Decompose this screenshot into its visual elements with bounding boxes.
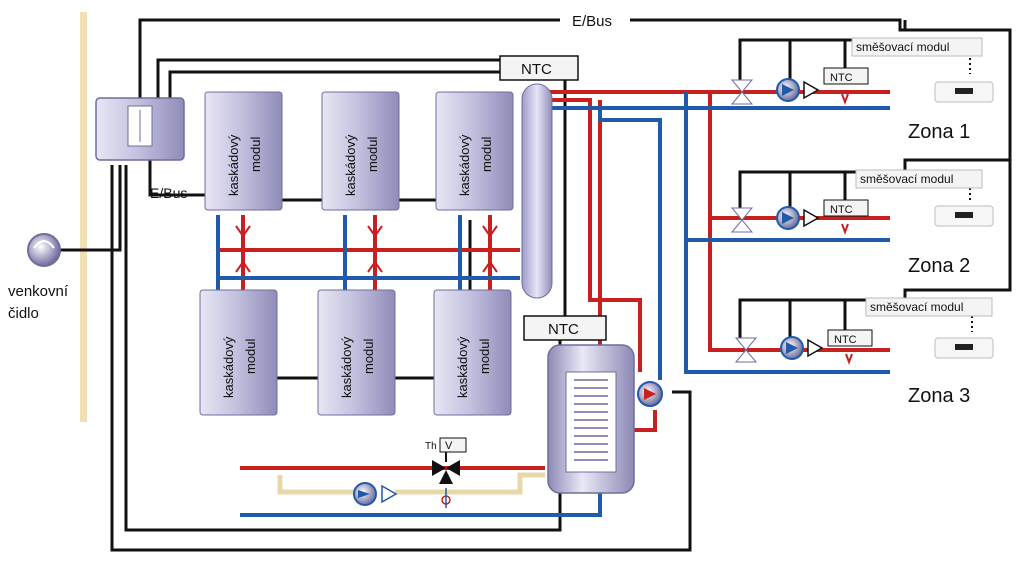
- dhw-circulation-return: [395, 472, 545, 495]
- hot-water-tank: [547, 344, 635, 494]
- wall-strip: [80, 12, 87, 422]
- ntc-zone3-label: NTC: [834, 334, 857, 346]
- check-valves: [235, 225, 498, 273]
- module-2-label-b: modul: [365, 136, 380, 172]
- module-2-label-a: kaskádový: [343, 134, 358, 196]
- ntc-zone2-label: NTC: [830, 204, 853, 216]
- zone-2-label: Zona 2: [908, 255, 970, 277]
- mixing-module-1-label: směšovací modul: [856, 40, 949, 54]
- thermostatic-valve: [432, 437, 467, 484]
- tank-pump-icon: [637, 381, 663, 407]
- cascade-controller: [95, 97, 185, 161]
- zone-3-label: Zona 3: [908, 385, 970, 407]
- outdoor-sensor-label-line2: čidlo: [8, 305, 39, 322]
- zone-3-group: [734, 297, 994, 365]
- module-3-label-b: modul: [479, 136, 494, 172]
- ntc-tank-sensor: [523, 315, 607, 341]
- hydraulic-header: [521, 83, 553, 299]
- cascade-module-1: kaskádový modul: [204, 91, 283, 211]
- module-5-label-a: kaskádový: [339, 336, 354, 398]
- zone-1-label: Zona 1: [908, 121, 970, 143]
- ntc-zone1-label: NTC: [830, 72, 853, 84]
- dhw-circulation-pipe: [277, 475, 365, 495]
- mixing-module-2-label: směšovací modul: [860, 172, 953, 186]
- cascade-module-5: kaskádový modul: [317, 289, 396, 416]
- module-4-label-b: modul: [243, 338, 258, 374]
- ntc-tank-label: NTC: [548, 321, 579, 338]
- module-6-label-b: modul: [477, 338, 492, 374]
- module-1-label-b: modul: [248, 136, 263, 172]
- bus-wiring: [60, 18, 1012, 552]
- zone-1-group: [730, 37, 994, 105]
- mixing-module-3-label: směšovací modul: [870, 300, 963, 314]
- cascade-module-3: kaskádový modul: [435, 91, 514, 211]
- ebus-top-label: E/Bus: [572, 13, 612, 30]
- ntc-main-sensor: [499, 55, 579, 81]
- module-4-label-a: kaskádový: [221, 336, 236, 398]
- module-6-label-a: kaskádový: [455, 336, 470, 398]
- cascade-module-2: kaskádový modul: [321, 91, 400, 211]
- dhw-circulation-pump-icon: [353, 482, 398, 506]
- thv-sensor-icon: [441, 488, 451, 508]
- ebus-side-label: E/Bus: [150, 185, 187, 201]
- module-5-label-b: modul: [361, 338, 376, 374]
- cascade-module-4: kaskádový modul: [199, 289, 278, 416]
- cascade-module-6: kaskádový modul: [433, 289, 512, 416]
- module-3-label-a: kaskádový: [457, 134, 472, 196]
- thv-th-label: Th: [425, 441, 437, 452]
- outdoor-sensor-icon: [27, 233, 61, 267]
- return-pipes: [216, 92, 890, 517]
- ntc-main-label: NTC: [521, 61, 552, 78]
- zone-2-group: [730, 169, 994, 235]
- module-1-label-a: kaskádový: [226, 134, 241, 196]
- outdoor-sensor-label-line1: venkovní: [8, 283, 69, 300]
- thv-v-label: V: [445, 440, 453, 452]
